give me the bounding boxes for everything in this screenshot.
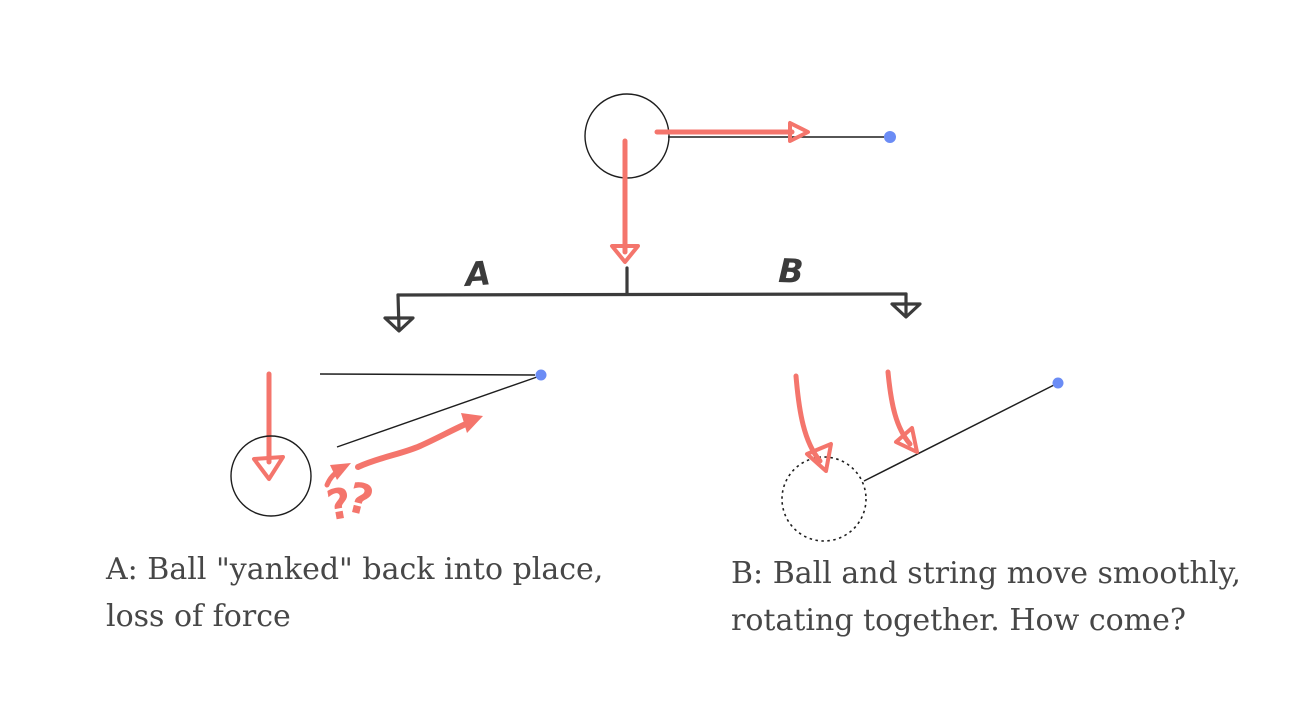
b-string-line — [863, 384, 1055, 482]
a-pivot-dot — [535, 369, 547, 381]
a-snap-arrow-head — [461, 413, 483, 433]
b-pivot-dot — [1052, 377, 1064, 389]
b-curved-arrow-1-shaft — [793, 373, 823, 464]
a-question-mark-2: ? — [343, 472, 379, 525]
caption-a-line2: loss of force — [106, 599, 291, 634]
scenario-a-diagram: ? ? — [230, 369, 547, 530]
branch-label-a: A — [461, 253, 492, 294]
a-string-displaced-line — [336, 376, 538, 448]
a-ball-circle — [230, 435, 312, 517]
branch-label-b: B — [778, 251, 805, 291]
branch-right-arrowhead — [890, 302, 922, 319]
branch-structure: A B — [383, 251, 922, 333]
top-diagram — [584, 93, 896, 264]
scenario-b-diagram — [781, 369, 1064, 542]
branch-left-arrowhead — [383, 316, 415, 333]
branch-horizontal-line — [396, 292, 908, 297]
top-pivot-dot — [884, 131, 896, 143]
caption-b: B: Ball and string move smoothly, rotati… — [731, 550, 1241, 644]
caption-b-line1: B: Ball and string move smoothly, — [731, 556, 1241, 591]
b-curved-arrow-2-head — [894, 426, 919, 454]
a-small-snap-arrow-head — [330, 463, 351, 480]
b-ball-circle-dotted — [781, 456, 867, 542]
caption-a: A: Ball "yanked" back into place, loss o… — [106, 546, 603, 640]
caption-a-line1: A: Ball "yanked" back into place, — [106, 552, 604, 587]
a-snap-arrow-shaft — [355, 420, 471, 470]
b-curved-arrow-1-head — [805, 442, 833, 473]
a-string-original-line — [319, 373, 536, 376]
downward-arrow-head — [610, 244, 640, 264]
outward-arrow-head — [788, 121, 810, 143]
caption-b-line2: rotating together. How come? — [731, 603, 1186, 638]
a-pull-arrow-head — [252, 455, 285, 481]
b-curved-arrow-2-shaft — [885, 369, 913, 447]
branch-left-drop — [396, 293, 401, 331]
